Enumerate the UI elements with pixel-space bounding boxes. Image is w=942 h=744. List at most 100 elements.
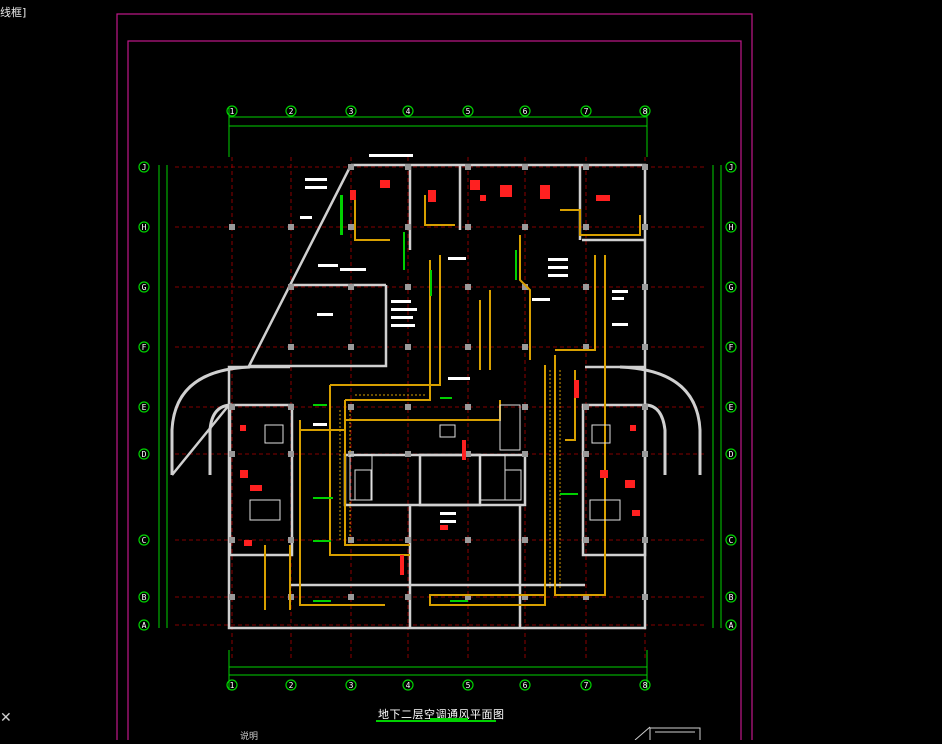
column <box>583 451 589 457</box>
svg-text:8: 8 <box>643 107 648 116</box>
column <box>405 284 411 290</box>
title-underline <box>376 720 496 722</box>
axis-bubble-right-D: D <box>725 448 737 460</box>
column <box>522 164 528 170</box>
column <box>288 224 294 230</box>
column <box>229 404 235 410</box>
duct-inner-lines <box>339 370 561 590</box>
axis-bubble-top-3: 3 <box>345 105 357 117</box>
column <box>288 451 294 457</box>
axis-bubble-left-F: F <box>138 341 150 353</box>
svg-text:2: 2 <box>289 107 294 116</box>
svg-text:7: 7 <box>584 107 589 116</box>
title-block-corner <box>634 726 701 743</box>
column <box>348 224 354 230</box>
structural-columns <box>229 164 648 600</box>
column <box>642 404 648 410</box>
inner-frame <box>127 40 742 744</box>
column <box>522 537 528 543</box>
column <box>583 594 589 600</box>
column <box>405 451 411 457</box>
column <box>465 537 471 543</box>
column <box>348 451 354 457</box>
axis-bubble-left-B: B <box>138 591 150 603</box>
column <box>465 164 471 170</box>
svg-text:D: D <box>729 450 734 459</box>
column <box>642 164 648 170</box>
column <box>465 344 471 350</box>
svg-text:J: J <box>142 163 147 172</box>
axis-bubble-bottom-5: 5 <box>462 679 474 691</box>
ucs-cross-icon: ✕ <box>0 710 12 726</box>
axis-bubble-right-A: A <box>725 619 737 631</box>
axis-bubble-top-2: 2 <box>285 105 297 117</box>
viewport-style-label[interactable]: 线框] <box>0 6 27 19</box>
axis-bubble-right-H: H <box>725 221 737 233</box>
axis-bubble-top-1: 1 <box>226 105 238 117</box>
column <box>229 451 235 457</box>
svg-text:C: C <box>142 536 147 545</box>
axis-bubble-right-F: F <box>725 341 737 353</box>
axis-bubble-left-G: G <box>138 281 150 293</box>
svg-text:C: C <box>729 536 734 545</box>
axis-bubble-top-5: 5 <box>462 105 474 117</box>
drawing-title: 地下二层空调通风平面图 <box>378 708 505 721</box>
column <box>348 164 354 170</box>
svg-text:A: A <box>142 621 147 630</box>
svg-text:G: G <box>729 283 734 292</box>
outer-frame <box>116 13 753 744</box>
equipment-markers <box>240 180 640 575</box>
column <box>583 284 589 290</box>
axis-bubble-bottom-6: 6 <box>519 679 531 691</box>
column <box>522 594 528 600</box>
axis-bubble-left-D: D <box>138 448 150 460</box>
svg-text:J: J <box>729 163 734 172</box>
svg-text:B: B <box>729 593 734 602</box>
column <box>522 344 528 350</box>
column <box>522 451 528 457</box>
axis-bubble-top-6: 6 <box>519 105 531 117</box>
column <box>642 537 648 543</box>
svg-text:1: 1 <box>230 107 235 116</box>
axis-bubble-right-G: G <box>725 281 737 293</box>
column <box>348 594 354 600</box>
svg-text:1: 1 <box>230 681 235 690</box>
column <box>405 164 411 170</box>
column <box>642 451 648 457</box>
svg-text:4: 4 <box>406 681 411 690</box>
axis-bubble-top-4: 4 <box>402 105 414 117</box>
column <box>522 224 528 230</box>
svg-text:E: E <box>729 403 734 412</box>
column <box>465 404 471 410</box>
svg-text:G: G <box>142 283 147 292</box>
column <box>583 224 589 230</box>
column <box>465 594 471 600</box>
title-underline-highlight <box>430 718 468 720</box>
svg-text:4: 4 <box>406 107 411 116</box>
svg-text:B: B <box>142 593 147 602</box>
axis-grid-lines <box>175 157 705 660</box>
column <box>583 164 589 170</box>
svg-text:E: E <box>142 403 147 412</box>
svg-text:F: F <box>142 343 147 352</box>
column <box>288 284 294 290</box>
svg-text:D: D <box>142 450 147 459</box>
axis-bubble-right-B: B <box>725 591 737 603</box>
ramp-curves <box>170 365 702 475</box>
axis-bubble-left-E: E <box>138 401 150 413</box>
note-label: 说明 <box>240 732 259 742</box>
axis-bubble-bottom-2: 2 <box>285 679 297 691</box>
column <box>229 224 235 230</box>
svg-text:3: 3 <box>349 681 354 690</box>
axis-bubble-bottom-1: 1 <box>226 679 238 691</box>
annotation-text <box>300 154 628 523</box>
svg-text:7: 7 <box>584 681 589 690</box>
column <box>522 404 528 410</box>
column <box>465 451 471 457</box>
green-labels <box>313 195 578 602</box>
axis-bubble-left-C: C <box>138 534 150 546</box>
column <box>348 284 354 290</box>
